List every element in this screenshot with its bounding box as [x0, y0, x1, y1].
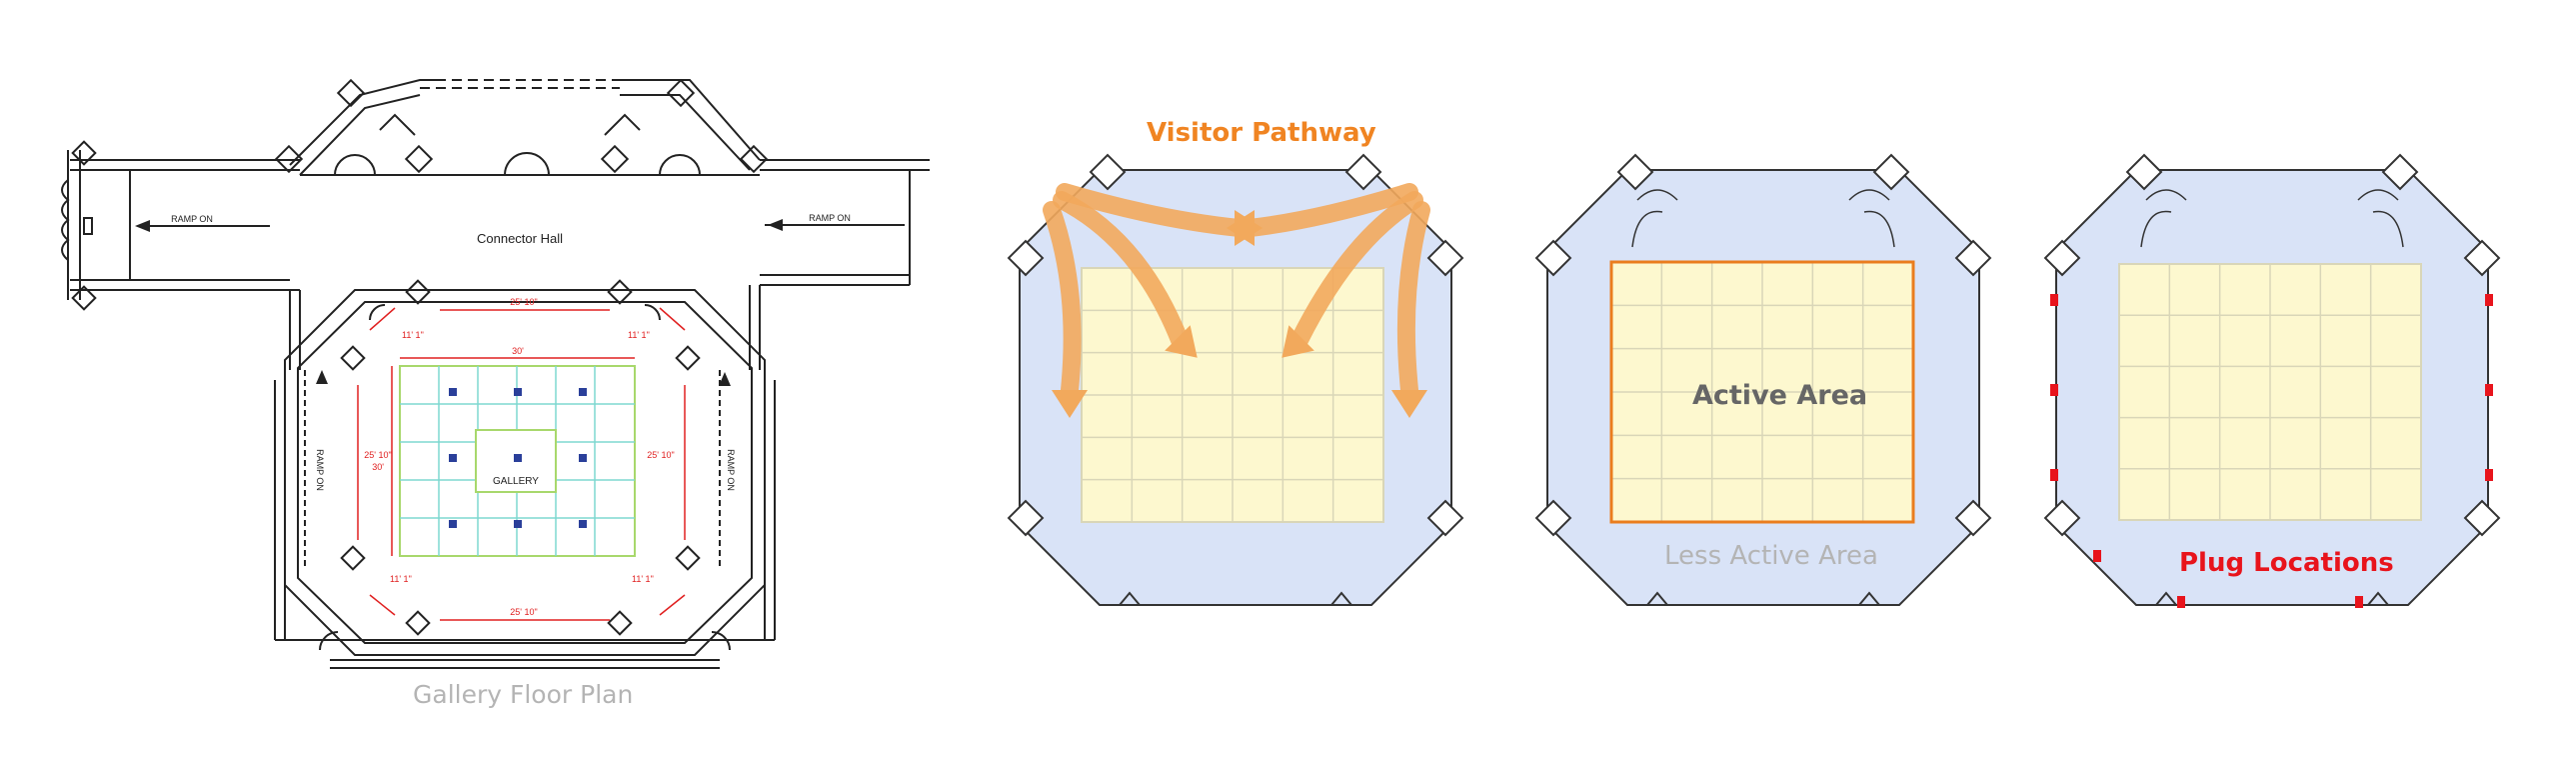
- door-swing: [1848, 189, 1895, 248]
- left-ramp-corridor: [61, 140, 300, 311]
- visitor-pathway-panel: [1007, 153, 1464, 606]
- dim-corner-tr-label: 11' 1": [628, 330, 650, 340]
- column-diamond: [1089, 153, 1127, 191]
- right-ramp-corridor: [760, 159, 930, 286]
- pathway-arrowhead: [1227, 210, 1255, 246]
- plug-marker: [2050, 294, 2058, 306]
- pathway-arrow: [1053, 191, 1189, 349]
- dim-right-label: 25' 10": [647, 450, 674, 460]
- plug-marker: [2485, 469, 2493, 481]
- plan-outlet-marker: [514, 454, 522, 462]
- less-active-area-caption: Less Active Area: [1664, 541, 1878, 571]
- wall-notch: [1646, 591, 1668, 606]
- column-diamond: [1534, 499, 1572, 537]
- plan-outlet-marker: [449, 454, 457, 462]
- dim-corner-bl-label: 11' 1": [390, 574, 412, 584]
- plan-outlet-marker: [579, 388, 587, 396]
- column-diamond: [1534, 239, 1572, 277]
- column-diamond: [1872, 153, 1910, 191]
- dim-inner-left-label: 30': [372, 462, 384, 472]
- visitor-pathway-caption: Visitor Pathway: [1147, 118, 1376, 148]
- gallery-label: GALLERY: [493, 476, 539, 487]
- dim-left-label: 25' 10": [364, 450, 391, 460]
- door-swing: [2140, 189, 2187, 248]
- gallery-walls: [274, 279, 776, 669]
- wall-notch: [2155, 591, 2177, 606]
- plug-marker: [2485, 384, 2493, 396]
- plug-marker: [2485, 294, 2493, 306]
- ramp-on-left-label: RAMP ON: [171, 214, 213, 224]
- pathway-arrowhead: [1391, 390, 1427, 418]
- column-diamond: [1954, 239, 1992, 277]
- column-diamond: [2125, 153, 2163, 191]
- wall-notch: [1330, 591, 1352, 606]
- floor-plan-caption: Gallery Floor Plan: [413, 680, 634, 709]
- column-diamond: [2463, 239, 2501, 277]
- active-area-caption: Active Area: [1692, 380, 1868, 411]
- plan-outlet-marker: [449, 520, 457, 528]
- dimension-lines: [357, 307, 686, 621]
- pathway-arrowhead: [1165, 325, 1198, 358]
- pathway-arrow: [1290, 191, 1423, 349]
- active-area-panel: [1534, 153, 1992, 606]
- column-diamond: [2043, 499, 2081, 537]
- plug-marker: [2050, 384, 2058, 396]
- dim-corner-tl-label: 11' 1": [402, 330, 424, 340]
- plug-marker: [2093, 550, 2101, 562]
- plug-marker: [2177, 596, 2185, 608]
- dim-bottom-label: 25' 10": [510, 607, 537, 617]
- pathway-arrow: [1056, 183, 1249, 237]
- floor-plan-labels: Connector Hall RAMP ON RAMP ON RAMP ON R…: [171, 213, 851, 617]
- column-diamond: [1426, 499, 1464, 537]
- column-diamond: [1954, 499, 1992, 537]
- connector-hall-label: Connector Hall: [477, 231, 563, 246]
- column-diamond: [1426, 239, 1464, 277]
- plan-outlet-marker: [579, 454, 587, 462]
- plan-outlet-marker: [514, 520, 522, 528]
- column-diamond: [1616, 153, 1654, 191]
- wall-notch: [1858, 591, 1880, 606]
- door-swing: [1631, 189, 1678, 248]
- column-diamond: [2381, 153, 2419, 191]
- wall-notch: [2367, 591, 2389, 606]
- door-swing: [2357, 189, 2404, 248]
- floor-plan: [61, 78, 930, 669]
- plug-locations-caption: Plug Locations: [2179, 548, 2394, 578]
- pathway-arrow: [1043, 201, 1082, 399]
- plan-outlet-marker: [579, 520, 587, 528]
- column-diamond: [1007, 239, 1045, 277]
- dim-corner-br-label: 11' 1": [632, 574, 654, 584]
- plug-marker: [2355, 596, 2363, 608]
- column-diamond: [1007, 499, 1045, 537]
- ramp-on-vertical-right-label: RAMP ON: [726, 449, 736, 491]
- column-diamond: [1344, 153, 1382, 191]
- pathway-arrowhead: [1282, 325, 1314, 358]
- connector-hall: [274, 78, 769, 370]
- dim-inner-top-label: 30': [512, 346, 524, 356]
- column-diamond: [2463, 499, 2501, 537]
- wall-notch: [1119, 591, 1141, 606]
- column-diamond: [2043, 239, 2081, 277]
- plan-outlet-marker: [449, 388, 457, 396]
- pathway-arrow: [1241, 183, 1418, 237]
- pathway-arrowhead: [1052, 390, 1088, 418]
- plan-outlet-marker: [514, 388, 522, 396]
- ramp-on-vertical-left-label: RAMP ON: [315, 449, 325, 491]
- plug-locations-panel: [2043, 153, 2501, 608]
- active-area-border: [1609, 260, 1915, 524]
- plug-marker: [2050, 469, 2058, 481]
- dim-top-label: 25' 10": [510, 297, 537, 307]
- ramp-on-right-label: RAMP ON: [809, 213, 851, 223]
- pathway-arrow: [1396, 201, 1430, 399]
